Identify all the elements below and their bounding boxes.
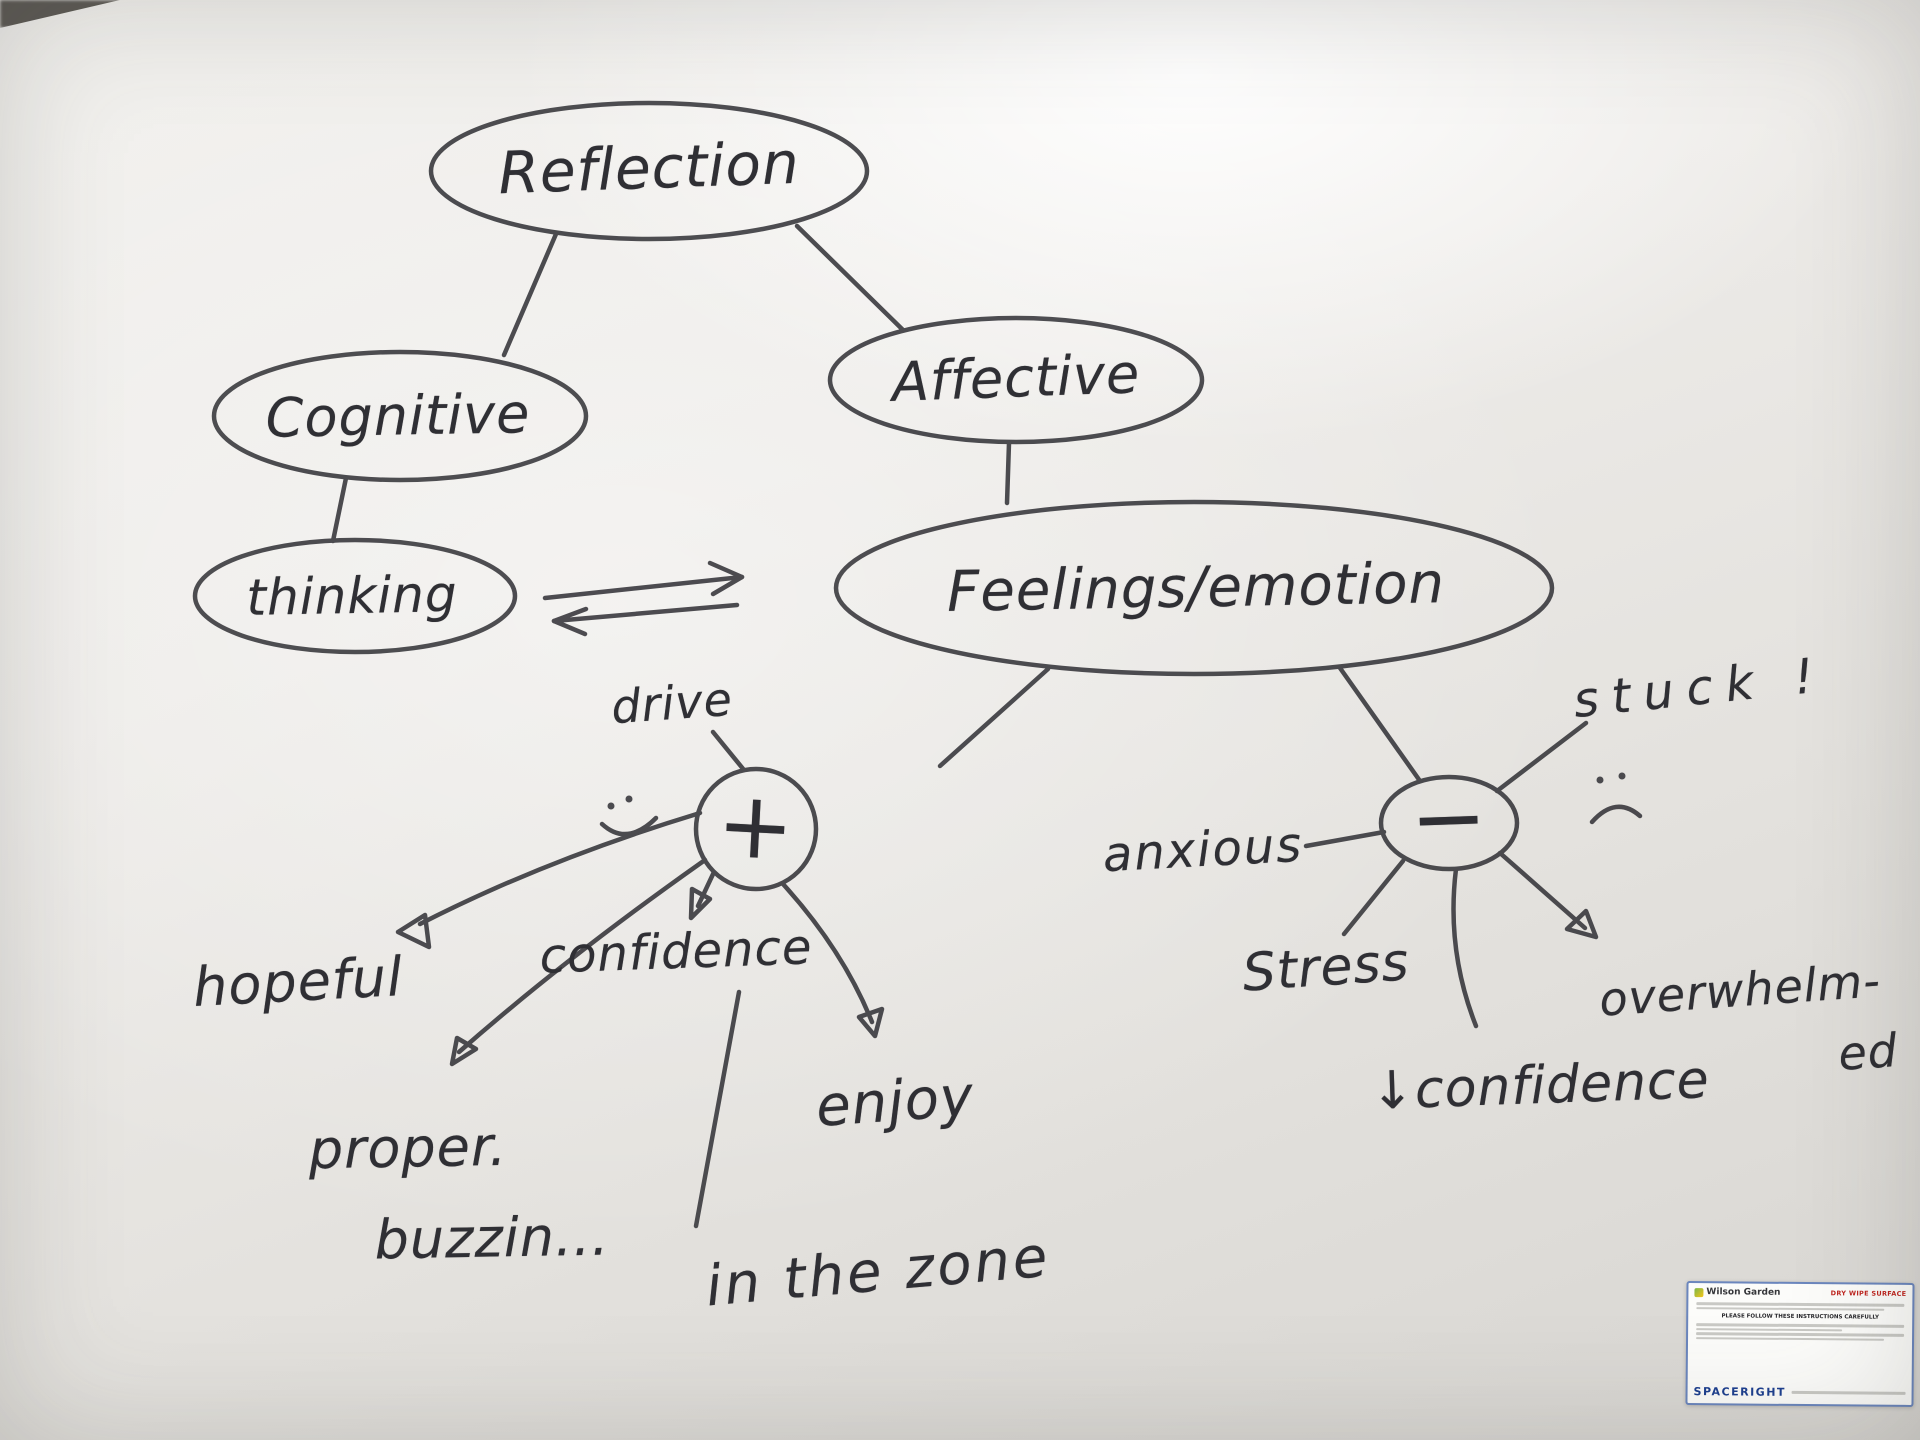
proper-label: proper. [308,1114,508,1182]
drive-label: drive [609,671,735,735]
fine-print-line [1696,1302,1905,1307]
edge-cognitive-thinking [330,475,349,544]
plus-symbol: + [714,770,798,882]
affective-label: Affective [890,342,1142,414]
arrow-thinking-to-feelings-head [707,560,745,597]
edge-plus-drive [710,729,747,773]
edge-minus-low-confidence [1451,866,1479,1029]
low-confidence-label: ↓confidence [1369,1050,1711,1122]
fine-print-line [1696,1332,1905,1337]
sticker-header: Wilson Garden DRY WIPE SURFACE [1688,1283,1912,1301]
edge-affective-feelings [1004,440,1012,506]
affective-ellipse [827,315,1205,445]
confidence-label: confidence [538,919,814,985]
edge-reflection-cognitive [501,231,559,358]
arrow-thinking-to-feelings [542,574,745,601]
arrowhead-enjoy [856,1006,885,1039]
sticker-footer: SPACERIGHT [1687,1382,1911,1405]
fine-print-line [1696,1336,1885,1341]
anxious-label: anxious [1101,816,1305,884]
hopeful-label: hopeful [191,945,405,1019]
arrowhead-hopeful [395,912,432,950]
manufacturer-sticker: Wilson Garden DRY WIPE SURFACE PLEASE FO… [1685,1281,1915,1407]
arrowhead-overwhelmed [1564,908,1599,940]
fine-print-line [1791,1391,1906,1395]
arrow-feelings-to-thinking [551,602,740,624]
fine-print-line [1696,1306,1885,1311]
smiley-face-icon [599,795,659,837]
reflection-ellipse [428,100,870,242]
edge-minus-anxious [1303,829,1387,849]
minus-symbol: − [1408,763,1490,873]
edge-minus-overwhelmed [1497,850,1588,931]
edge-confidence-in-the-zone [693,989,742,1229]
edge-plus-hopeful [417,810,703,927]
thinking-label: thinking [245,565,459,627]
edge-feelings-plus [937,666,1051,769]
plus-node-circle [693,766,819,892]
edge-minus-stress [1341,858,1406,937]
thinking-ellipse [192,537,518,655]
edge-reflection-affective [794,223,906,333]
edge-plus-proper-buzzin [456,857,708,1055]
feelings-label: Feelings/emotion [946,551,1446,625]
sticker-footer-brand: SPACERIGHT [1693,1385,1787,1399]
reflection-label: Reflection [497,128,801,208]
arrowhead-confidence [688,886,713,921]
edge-plus-enjoy [780,881,875,1025]
edge-plus-confidence [695,869,717,909]
edge-minus-stuck [1494,720,1589,794]
cognitive-ellipse [211,349,589,483]
sticker-brand: Wilson Garden [1706,1287,1781,1298]
buzzin-label: buzzin... [374,1204,610,1272]
cognitive-label: Cognitive [265,382,531,450]
fine-print-line [1696,1323,1905,1328]
sticker-logo-icon [1694,1287,1704,1297]
enjoy-label: enjoy [813,1064,977,1140]
fine-print-line [1696,1327,1843,1332]
arrow-feelings-to-thinking-head [551,606,589,637]
arrowhead-proper [449,1035,479,1067]
stress-label: Stress [1240,932,1412,1004]
minus-node-ellipse [1378,774,1520,872]
feelings-ellipse [833,499,1555,677]
sad-face-icon [1589,772,1643,825]
edge-feelings-minus [1337,665,1423,784]
sticker-fineprint-bottom [1688,1320,1912,1344]
overwhelm-ed-label: ed [1836,1022,1900,1082]
sticker-headline: DRY WIPE SURFACE [1830,1289,1907,1298]
